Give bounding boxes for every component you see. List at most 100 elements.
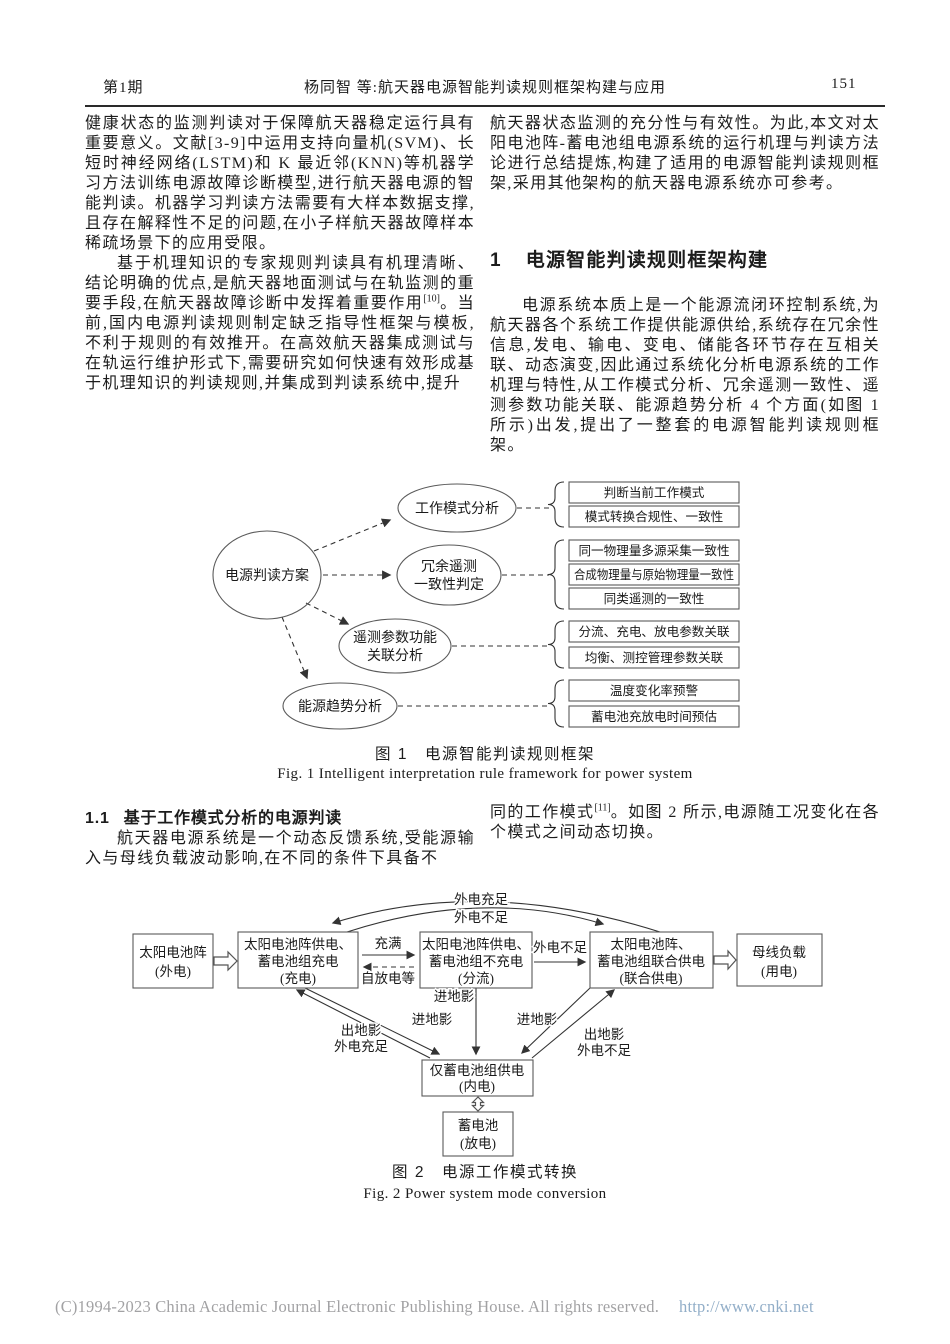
- fig2-label-exit-shadow: 出地影: [341, 1023, 382, 1038]
- section-1-1-heading: 1.1 基于工作模式分析的电源判读: [85, 804, 342, 828]
- fig2-mode-boxes: 太阳电池阵 (外电) 太阳电池阵供电、 蓄电池组充电 (充电) 太阳电池阵供电、…: [132, 931, 823, 1157]
- figure-2-caption-en: Fig. 2 Power system mode conversion: [363, 1186, 607, 1202]
- fig2-label-exit-shadow: 外电充足: [334, 1039, 388, 1054]
- fig2-label-arc-insufficient: 外电不足: [454, 910, 508, 925]
- subsection-title: 基于工作模式分析的电源判读: [123, 810, 343, 827]
- fig2-node-battery-only: [421, 1059, 534, 1097]
- fig1-rule-box-label: 蓄电池充放电时间预估: [591, 709, 717, 724]
- figure-1-diagram: 电源判读方案 工作模式分析 冗余遥测 一致性判定 遥测参数功能 关联分析 能源趋…: [212, 481, 740, 730]
- fig2-label-ext-insufficient: 外电不足: [533, 940, 587, 955]
- section-1-heading: 1 电源智能判读规则框架构建: [490, 245, 768, 272]
- fig2-node-charge-line: (充电): [280, 971, 316, 986]
- fig1-rule-box-label: 判断当前工作模式: [604, 485, 705, 500]
- fig2-node-joint-line: (联合供电): [620, 971, 683, 986]
- section-1-1-right: 同的工作模式[11]。如图 2 所示,电源随工况变化在各个模式之间动态切换。: [490, 803, 880, 843]
- fig2-node-battery-only-line: (内电): [459, 1079, 495, 1094]
- open-arrow-icon: [213, 950, 238, 972]
- fig2-open-arrows: [213, 949, 737, 1112]
- fig1-brace-connectors: [398, 507, 549, 707]
- paragraph: 基于机理知识的专家规则判读具有机理清晰、结论明确的优点,是航天器地面测试与在轨监…: [85, 255, 475, 392]
- paragraph-continuation: 航天器状态监测的充分性与有效性。为此,本文对太阳电池阵-蓄电池组电源系统的运行机…: [490, 115, 880, 192]
- fig2-label-exit-shadow: 外电不足: [577, 1043, 631, 1058]
- fig1-root-ellipse: [212, 530, 322, 620]
- fig2-node-bus: [736, 933, 823, 987]
- header-issue: 第1期: [103, 80, 144, 96]
- paragraph: 航天器电源系统是一个动态反馈系统,受能源输入与母线负载波动影响,在不同的条件下具…: [85, 830, 475, 867]
- fig1-branch1-ellipse: [397, 483, 517, 533]
- right-column-top: 航天器状态监测的充分性与有效性。为此,本文对太阳电池阵-蓄电池组电源系统的运行机…: [490, 114, 880, 194]
- figure-1-caption-en: Fig. 1 Intelligent interpretation rule f…: [277, 766, 693, 782]
- paragraph-continuation: 同的工作模式[11]。如图 2 所示,电源随工况变化在各个模式之间动态切换。: [490, 802, 881, 841]
- fig2-node-solar-line: (外电): [155, 964, 191, 979]
- footer-cnki-link[interactable]: http://www.cnki.net: [679, 1297, 814, 1316]
- fig2-node-bus-line: 母线负载: [752, 945, 806, 960]
- fig1-rule-box-label: 均衡、测控管理参数关联: [585, 650, 724, 665]
- fig2-label-exit-shadow: 出地影: [584, 1027, 625, 1042]
- fig1-branch1-label: 工作模式分析: [415, 501, 499, 517]
- fig1-rule-box-label: 同类遥测的一致性: [604, 591, 705, 606]
- fig2-node-battery: [442, 1111, 514, 1157]
- fig2-node-shunt: [419, 931, 533, 989]
- fig1-branch3-label-line2: 关联分析: [367, 648, 423, 664]
- fig2-node-charge-line: 蓄电池组充电: [258, 954, 339, 969]
- fig2-node-solar-line: 太阳电池阵: [139, 945, 207, 960]
- fig1-rule-box-label: 合成物理量与原始物理量一致性: [574, 568, 734, 582]
- fig2-label-enter-shadow: 进地影: [434, 989, 475, 1004]
- fig2-node-shunt-line: 蓄电池组不充电: [429, 954, 524, 969]
- figure-2-diagram: 太阳电池阵 (外电) 太阳电池阵供电、 蓄电池组充电 (充电) 太阳电池阵供电、…: [132, 891, 823, 1157]
- section-1-body: 电源系统本质上是一个能源流闭环控制系统,为航天器各个系统工作提供能源供给,系统存…: [490, 296, 880, 456]
- fig1-branch2-label-line2: 一致性判定: [414, 577, 484, 593]
- fig2-node-shunt-line: (分流): [458, 971, 494, 986]
- fig1-branch2-ellipse: [396, 544, 502, 606]
- fig2-node-charge-line: 太阳电池阵供电、: [244, 937, 352, 952]
- open-arrow-icon: [713, 949, 737, 971]
- subsection-number: 1.1: [85, 810, 110, 827]
- left-column: 健康状态的监测判读对于保障航天器稳定运行具有重要意义。文献[3-9]中运用支持向…: [85, 114, 475, 394]
- header-page-number: 151: [831, 76, 857, 92]
- paragraph: 电源系统本质上是一个能源流闭环控制系统,为航天器各个系统工作提供能源供给,系统存…: [490, 297, 880, 454]
- fig1-rule-box-label: 分流、充电、放电参数关联: [578, 624, 730, 639]
- footer: (C)1994-2023 China Academic Journal Elec…: [55, 1297, 814, 1317]
- fig2-node-bus-line: (用电): [761, 964, 797, 979]
- fig2-label-arc-sufficient: 外电充足: [454, 892, 508, 907]
- figure-2-caption-zh: 图 2 电源工作模式转换: [392, 1164, 578, 1181]
- figure-1-caption-zh: 图 1 电源智能判读规则框架: [375, 746, 595, 763]
- fig2-label-enter-shadow: 进地影: [412, 1012, 453, 1027]
- fig1-rule-boxes: 判断当前工作模式 模式转换合规性、一致性 同一物理量多源采集一致性 合成物理量与…: [568, 481, 740, 728]
- fig2-node-battery-line: (放电): [460, 1136, 496, 1151]
- footer-copyright: (C)1994-2023 China Academic Journal Elec…: [55, 1297, 660, 1316]
- header-rule: [85, 105, 885, 107]
- fig2-node-joint: [589, 931, 714, 989]
- fig1-branch3-ellipse: [338, 618, 452, 674]
- fig1-branch2-label-line1: 冗余遥测: [421, 558, 477, 575]
- section-title: 电源智能判读规则框架构建: [525, 250, 769, 271]
- fig2-label-self-discharge: 自放电等: [361, 970, 415, 986]
- fig1-branch3-label-line1: 遥测参数功能: [353, 629, 437, 646]
- fig2-label-enter-shadow: 进地影: [517, 1012, 558, 1027]
- fig1-branch-arrows: [281, 518, 392, 680]
- fig2-node-solar: [132, 933, 214, 989]
- fig1-rule-box-label: 温度变化率预警: [610, 683, 699, 698]
- paragraph-continuation: 健康状态的监测判读对于保障航天器稳定运行具有重要意义。文献[3-9]中运用支持向…: [85, 115, 475, 252]
- fig1-branch4-ellipse: [282, 682, 398, 730]
- fig1-braces: [547, 481, 565, 728]
- fig2-label-full: 充满: [375, 936, 402, 951]
- fig2-node-charge: [237, 931, 359, 989]
- fig1-rule-box-label: 同一物理量多源采集一致性: [578, 543, 729, 558]
- fig1-rule-box-label: 模式转换合规性、一致性: [585, 509, 724, 524]
- fig1-branch4-label: 能源趋势分析: [298, 699, 382, 715]
- fig2-node-shunt-line: 太阳电池阵供电、: [422, 937, 530, 952]
- section-number: 1: [490, 250, 502, 271]
- fig2-node-joint-line: 太阳电池阵、: [611, 937, 692, 952]
- fig2-mode-arcs: [331, 901, 661, 933]
- fig2-node-battery-line: 蓄电池: [458, 1118, 499, 1133]
- fig2-node-joint-line: 蓄电池组联合供电: [597, 954, 705, 969]
- fig1-root-label: 电源判读方案: [225, 567, 309, 584]
- fig2-edge-labels: 外电充足 外电不足 充满 自放电等 外电不足 进地影 进地影 出地影 外电充足 …: [333, 891, 633, 1060]
- fig2-horizontal-arrows: [362, 950, 587, 972]
- fig2-shadow-transitions: [295, 987, 616, 1059]
- fig2-node-battery-only-line: 仅蓄电池组供电: [430, 1063, 525, 1078]
- double-open-arrow-icon: [471, 1096, 485, 1112]
- section-1-1-left: 航天器电源系统是一个动态反馈系统,受能源输入与母线负载波动影响,在不同的条件下具…: [85, 829, 475, 869]
